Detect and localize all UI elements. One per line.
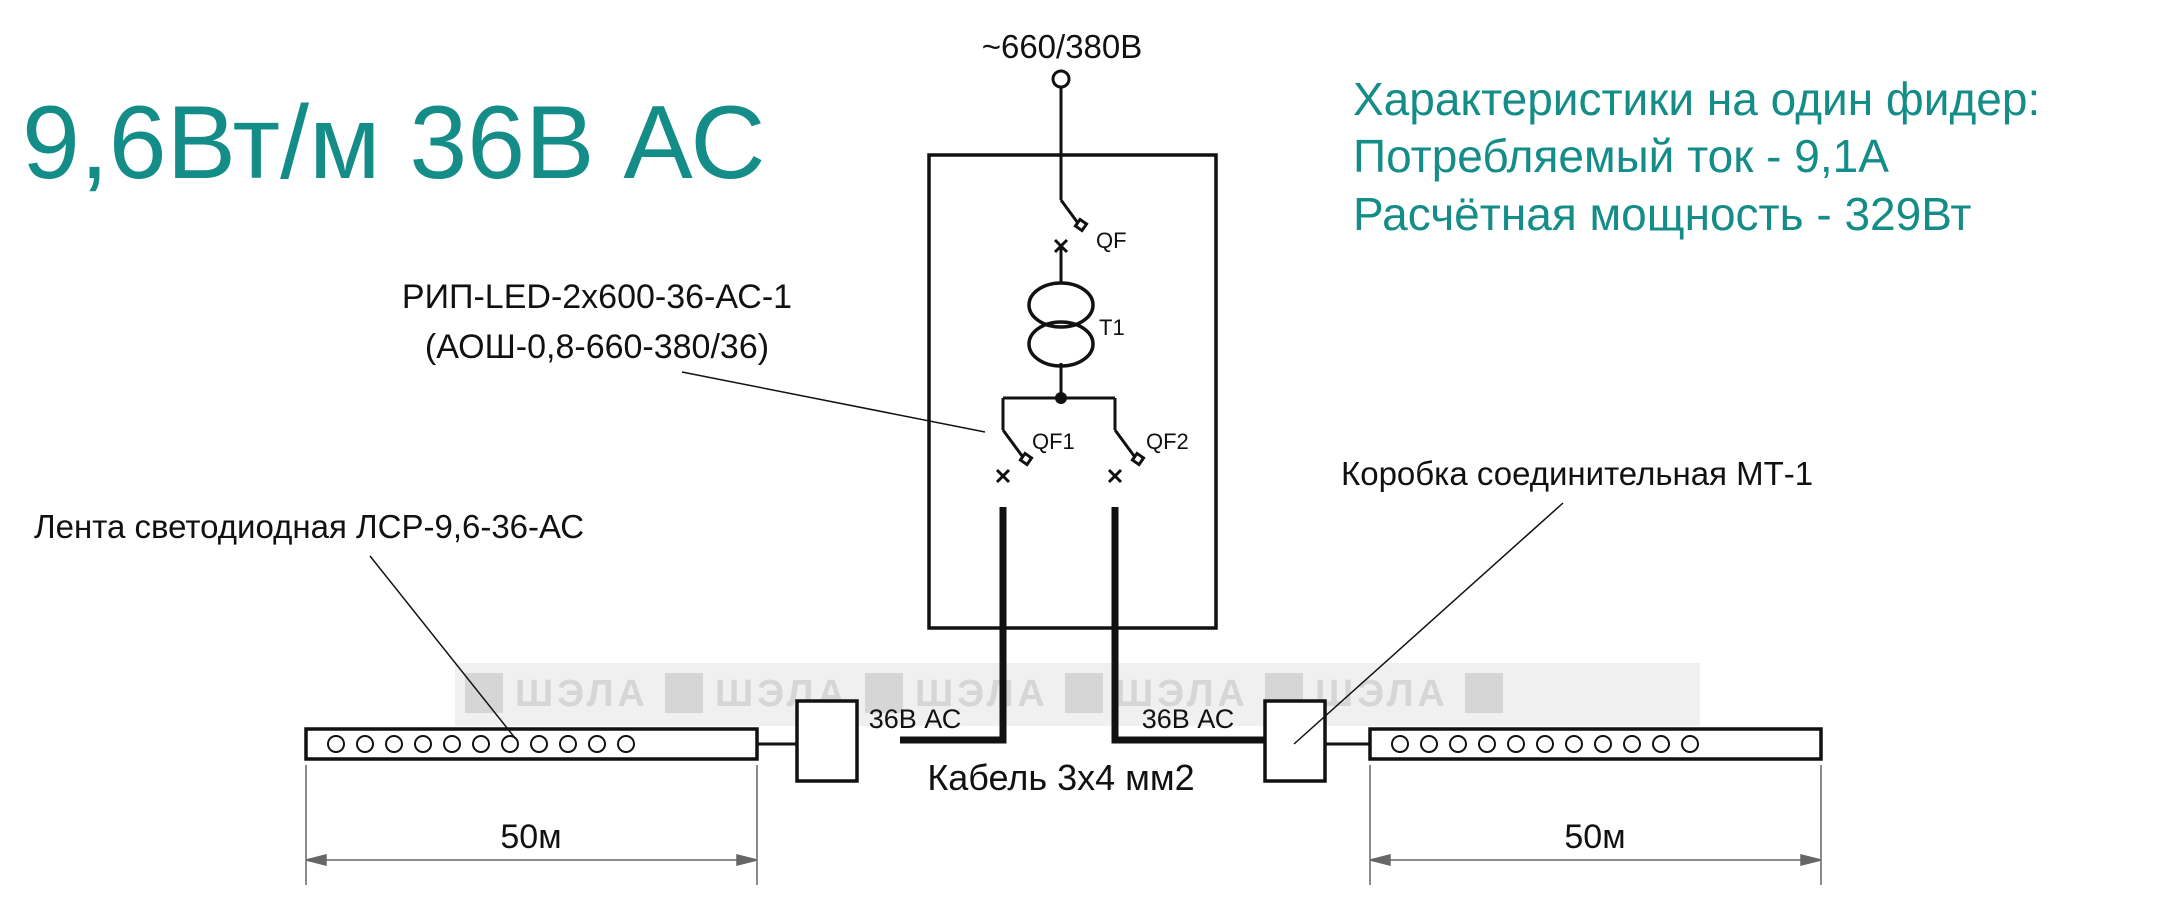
voltage-label-left: 36В АС [869,704,961,734]
led-left-8 [530,735,548,753]
length-left: 50м [500,818,561,856]
led-right-3 [1449,735,1467,753]
cable-label: Кабель 3х4 мм2 [927,757,1194,798]
led-right-4 [1478,735,1496,753]
watermark-logo-1 [465,673,503,713]
led-right-9 [1623,735,1641,753]
led-left-1 [327,735,345,753]
led-right-8 [1594,735,1612,753]
page-title: 9,6Вт/м 36В АС [22,85,766,201]
supply-voltage-label: ~660/380В [982,28,1143,65]
led-strip-label: Лента светодиодная ЛСР-9,6-36-АС [34,508,584,545]
led-right-5 [1507,735,1525,753]
transformer-label: T1 [1099,315,1125,340]
watermark-logo-6 [1465,673,1503,713]
junction-box-right [1263,699,1327,783]
breaker-qf-label: QF [1096,228,1127,253]
output-cable-left [900,507,1007,744]
led-left-5 [443,735,461,753]
junction-box-left [795,699,859,783]
breaker-qf1-label: QF1 [1032,429,1075,454]
voltage-label-right: 36В АС [1142,704,1234,734]
characteristics-heading: Характеристики на один фидер: [1353,73,2040,125]
led-right-10 [1652,735,1670,753]
led-left-10 [588,735,606,753]
power-unit-transformer: (АОШ-0,8-660-380/36) [425,328,769,366]
breaker-qf1-mark [995,451,1034,484]
led-right-6 [1536,735,1554,753]
power-unit-name: РИП-LED-2х600-36-АС-1 [402,278,792,316]
characteristics-current: Потребляемый ток - 9,1А [1353,130,1889,182]
led-left-2 [356,735,374,753]
watermark-logo-4 [1065,673,1103,713]
cabinet-wiring [1001,87,1142,465]
breaker-qf-mark [1053,217,1089,254]
watermark-text-5: ШЭЛА [1315,673,1449,715]
led-left-9 [559,735,577,753]
transformer-t1 [1027,281,1095,368]
supply-terminal [1051,69,1071,89]
led-left-11 [617,735,635,753]
breaker-qf2-label: QF2 [1146,429,1189,454]
watermark-text-4: ШЭЛА [1115,673,1249,715]
watermark-text-1: ШЭЛА [515,673,649,715]
led-right-1 [1391,735,1409,753]
dimension-right [1369,765,1822,885]
watermark-text-3: ШЭЛА [915,673,1049,715]
length-right: 50м [1564,818,1625,856]
led-right-2 [1420,735,1438,753]
led-left-6 [472,735,490,753]
led-left-3 [385,735,403,753]
dimension-left [305,765,758,885]
led-right-11 [1681,735,1699,753]
junction-box-label: Коробка соединительная МТ-1 [1341,455,1813,492]
power-unit-leader [681,371,986,433]
led-left-4 [414,735,432,753]
output-cable-right [1111,507,1265,744]
led-strip-leader [369,555,516,739]
led-right-7 [1565,735,1583,753]
led-left-7 [501,735,519,753]
junction-dot [1055,392,1067,404]
watermark-logo-3 [865,673,903,713]
junction-box-leader [1293,502,1564,745]
breaker-qf2-mark [1107,451,1146,484]
characteristics-power: Расчётная мощность - 329Вт [1353,188,1971,240]
power-supply-cabinet [927,153,1218,630]
watermark-logo-2 [665,673,703,713]
